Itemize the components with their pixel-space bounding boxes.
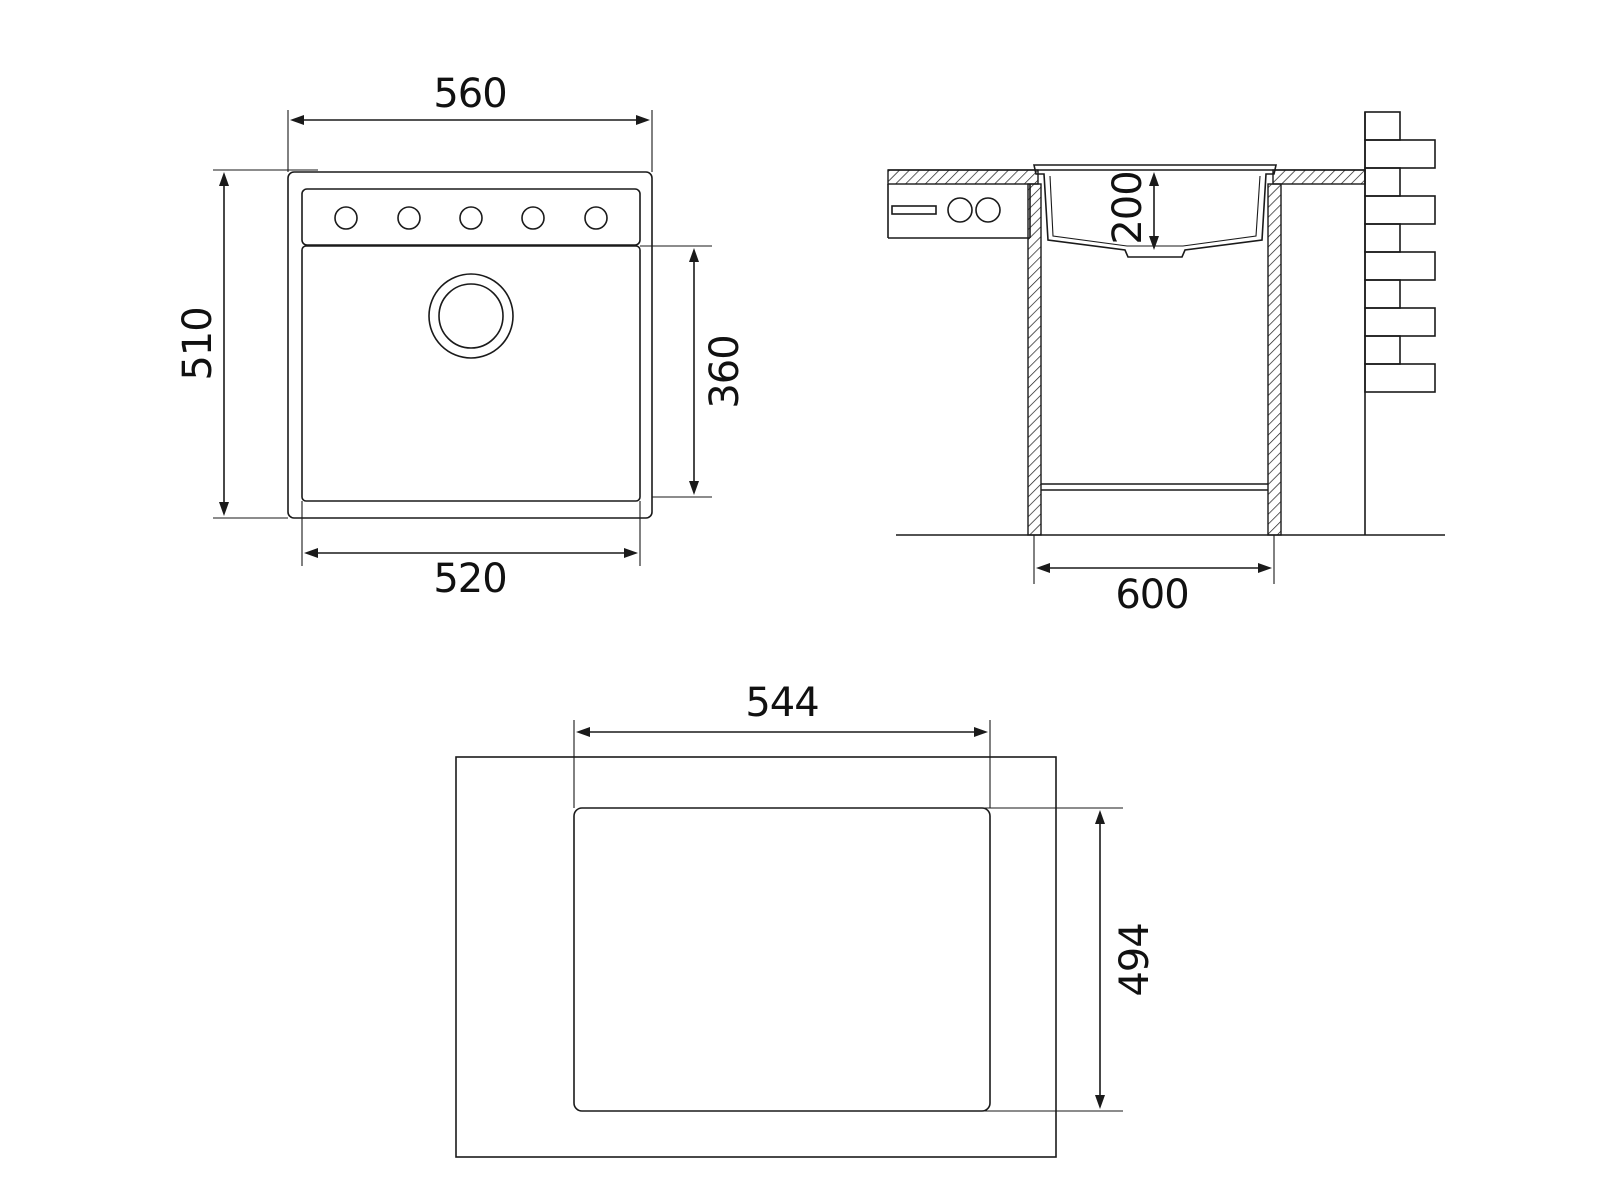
control-slot-icon — [891, 205, 937, 215]
control-knob-icon — [975, 197, 1001, 223]
control-knob-icon — [947, 197, 973, 223]
dim-cabinet-width: 600 — [1033, 535, 1275, 618]
dim-label-494: 494 — [1112, 923, 1158, 996]
dim-cutout-width: 544 — [573, 680, 991, 808]
sink-outline — [287, 171, 653, 519]
tap-hole-icon — [397, 206, 421, 230]
dim-bowl-width: 520 — [301, 501, 641, 602]
tap-deck — [301, 188, 641, 246]
tap-hole-icon — [521, 206, 545, 230]
cutout-view: 544 494 — [455, 680, 1158, 1158]
dim-label-600: 600 — [1115, 572, 1188, 618]
dim-label-200: 200 — [1105, 171, 1151, 244]
wall-bricks — [1364, 111, 1436, 393]
side-section-view: 200 600 — [887, 111, 1445, 618]
drain-outer-icon — [428, 273, 514, 359]
tap-hole-icon — [459, 206, 483, 230]
dim-label-510: 510 — [175, 307, 221, 380]
worktop-outline — [455, 756, 1057, 1158]
bowl-outline — [301, 245, 641, 502]
tap-hole-icon — [584, 206, 608, 230]
dim-sink-depth: 510 — [175, 169, 318, 519]
tap-hole-icon — [334, 206, 358, 230]
worktop-left — [887, 169, 1039, 185]
dim-bowl-depth: 360 — [640, 245, 748, 498]
sink-profile — [1033, 164, 1277, 258]
dim-label-560: 560 — [433, 71, 506, 117]
worktop-right — [1272, 169, 1366, 185]
cabinet-wall-right — [1267, 183, 1282, 536]
cutout-outline — [573, 807, 991, 1112]
drain-inner-icon — [438, 283, 504, 349]
dim-label-520: 520 — [433, 556, 506, 602]
dim-label-544: 544 — [745, 680, 818, 726]
dim-sink-width: 560 — [287, 71, 653, 172]
dim-cutout-depth: 494 — [916, 807, 1158, 1112]
dim-bowl-height: 200 — [1105, 171, 1159, 250]
dim-label-360: 360 — [702, 335, 748, 408]
top-view: 560 510 360 520 — [175, 71, 748, 602]
cabinet-wall-left — [1027, 183, 1042, 536]
